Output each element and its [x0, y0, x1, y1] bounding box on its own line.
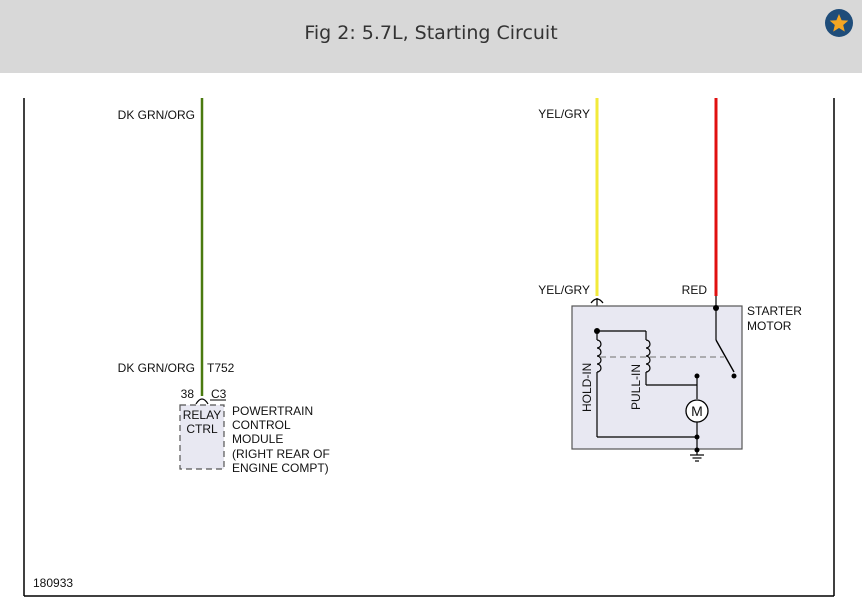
- starter-name-line-1: STARTER: [747, 304, 802, 318]
- switch-contact-dot: [731, 373, 737, 379]
- module-name-line-5: ENGINE COMPT): [232, 461, 329, 475]
- figure-header: Fig 2: 5.7L, Starting Circuit: [0, 0, 862, 73]
- module-label-relay: RELAY: [183, 408, 221, 422]
- star-icon: [829, 14, 849, 32]
- starter-motor-box: [571, 305, 743, 450]
- wiring-diagram: DK GRN/ORG DK GRN/ORG T752 38 C3 RELAY C…: [23, 98, 835, 597]
- pull-in-coil: [645, 339, 651, 373]
- wire-label-yel-gry-bottom: YEL/GRY: [538, 283, 590, 297]
- starter-name-line-2: MOTOR: [747, 319, 792, 333]
- wire-label-dk-grn-org-bottom: DK GRN/ORG: [118, 361, 195, 375]
- module-name-line-4: (RIGHT REAR OF: [232, 447, 330, 461]
- case-ground-dot: [694, 447, 700, 453]
- pin-number: 38: [181, 387, 195, 401]
- wire-label-yel-gry-top: YEL/GRY: [538, 107, 590, 121]
- connector-id: C3: [211, 387, 227, 401]
- figure-title: Fig 2: 5.7L, Starting Circuit: [304, 22, 558, 44]
- figure-id: 180933: [33, 576, 73, 590]
- circuit-number: T752: [207, 361, 235, 375]
- wire-label-dk-grn-org-top: DK GRN/ORG: [118, 108, 195, 122]
- pcm-module-box: [179, 404, 225, 470]
- hold-in-label: HOLD-IN: [580, 363, 594, 412]
- module-name-line-2: CONTROL: [232, 418, 291, 432]
- wire-label-red: RED: [682, 283, 708, 297]
- motor-letter: M: [691, 403, 703, 419]
- connector-pin-symbol: [195, 398, 209, 405]
- hold-in-coil: [596, 339, 602, 373]
- module-name-line-3: MODULE: [232, 432, 283, 446]
- favorite-button[interactable]: [825, 9, 853, 37]
- motor-terminal-dot: [694, 373, 700, 379]
- ground-junction-dot: [694, 434, 700, 440]
- module-label-ctrl: CTRL: [186, 422, 218, 436]
- switch-blade: [715, 339, 735, 373]
- module-name-line-1: POWERTRAIN: [232, 404, 313, 418]
- pull-in-label: PULL-IN: [629, 364, 643, 410]
